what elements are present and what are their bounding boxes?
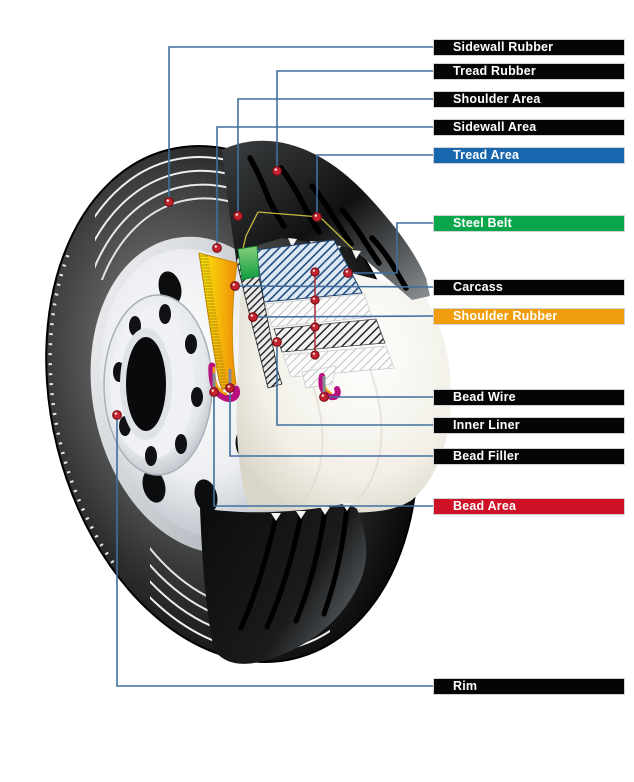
label-sidewall-rubber: Sidewall Rubber <box>433 39 625 56</box>
leader-line-sidewall-rubber <box>168 46 433 202</box>
belt-connector-dot <box>310 350 320 360</box>
bottom-tread-band <box>200 503 367 664</box>
marker-dots <box>112 166 353 420</box>
label-inner-liner: Inner Liner <box>433 417 625 434</box>
marker-dot <box>112 410 122 420</box>
leader-line-tread-area <box>316 154 433 217</box>
marker-dot <box>212 243 222 253</box>
leader-line-carcass <box>234 285 434 288</box>
belt-connector-dot <box>310 267 320 277</box>
leader-line-shoulder-area <box>237 98 433 216</box>
label-sidewall-area: Sidewall Area <box>433 119 625 136</box>
leader-line-steel-belt <box>348 222 433 274</box>
bottom-tread-grooves <box>238 503 350 631</box>
leader-line-sidewall-area <box>216 126 433 248</box>
belt-connector-dot <box>310 322 320 332</box>
leader-line-inner-liner <box>276 342 433 426</box>
label-tread-rubber: Tread Rubber <box>433 63 625 80</box>
top-tread-band <box>222 140 430 300</box>
bottom-groove-notches <box>271 503 352 521</box>
marker-dot <box>272 337 282 347</box>
label-shoulder-area: Shoulder Area <box>433 91 625 108</box>
marker-dot <box>225 383 235 393</box>
marker-dot <box>312 212 322 222</box>
center-bore <box>126 337 166 431</box>
leader-line-bead-area <box>213 392 433 507</box>
lug-holes <box>113 304 203 466</box>
label-rim: Rim <box>433 678 625 695</box>
top-tread-grooves <box>247 155 409 291</box>
leader-line-shoulder-rubber <box>252 315 434 318</box>
marker-dot <box>209 387 219 397</box>
shoulder-rubber-cut <box>198 245 260 391</box>
leader-lines <box>116 46 434 687</box>
marker-dot <box>230 281 240 291</box>
label-bead-wire: Bead Wire <box>433 389 625 406</box>
label-steel-belt: Steel Belt <box>433 215 625 232</box>
marker-dot <box>319 392 329 402</box>
marker-dot <box>248 312 258 322</box>
marker-dot <box>233 211 243 221</box>
label-tread-area: Tread Area <box>433 147 625 164</box>
belt-connector-dot <box>310 295 320 305</box>
steel-belt-edge-strip <box>237 245 260 281</box>
marker-dot <box>164 197 174 207</box>
leader-line-rim <box>116 415 433 687</box>
marker-dot <box>272 166 282 176</box>
marker-dot <box>343 268 353 278</box>
label-carcass: Carcass <box>433 279 625 296</box>
label-bead-area: Bead Area <box>433 498 625 515</box>
label-shoulder-rubber: Shoulder Rubber <box>433 308 625 325</box>
leader-line-bead-filler <box>229 388 433 457</box>
label-bead-filler: Bead Filler <box>433 448 625 465</box>
leader-line-tread-rubber <box>276 70 433 171</box>
